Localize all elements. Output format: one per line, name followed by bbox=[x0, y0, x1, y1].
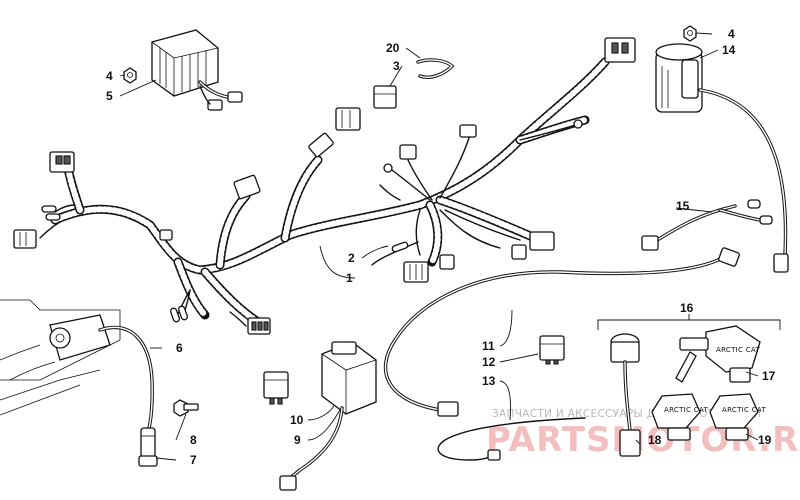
callout-18: 18 bbox=[648, 433, 662, 447]
callout-2: 2 bbox=[348, 251, 355, 265]
engine-area bbox=[0, 299, 121, 416]
ignition-switch bbox=[655, 43, 789, 273]
connector-top-right bbox=[604, 37, 636, 63]
cable-end-terminal bbox=[437, 401, 459, 417]
lead-connector bbox=[487, 449, 501, 461]
connector-small bbox=[459, 124, 477, 138]
cable-end-terminal bbox=[718, 247, 740, 267]
key-brand-label: ARCTIC CAT bbox=[664, 406, 708, 414]
bullet-terminal bbox=[747, 199, 761, 209]
callout-labels: 1 2 3 4 4 5 6 7 8 9 10 11 12 13 14 15 16… bbox=[106, 27, 776, 467]
relay-ten bbox=[263, 371, 289, 405]
bullet-terminal bbox=[177, 305, 189, 321]
sub-harness-connector bbox=[641, 235, 659, 251]
connector-small bbox=[399, 144, 417, 160]
bullet-terminal bbox=[169, 307, 181, 323]
callout-4-switch-nut: 4 bbox=[728, 27, 735, 41]
harness-clip bbox=[159, 229, 173, 241]
long-cable bbox=[383, 247, 740, 417]
callout-20: 20 bbox=[386, 41, 400, 55]
callout-19: 19 bbox=[758, 433, 772, 447]
connector-small bbox=[439, 254, 455, 270]
wire-clip bbox=[416, 58, 455, 79]
callout-14: 14 bbox=[722, 43, 736, 57]
ignition-switch-connector bbox=[773, 253, 789, 273]
wire-lead bbox=[437, 417, 586, 461]
relay-twelve bbox=[539, 335, 565, 365]
connector-middle-left bbox=[233, 174, 261, 200]
key-switch-connector bbox=[619, 429, 641, 457]
key-switch-kit bbox=[597, 314, 781, 457]
hex-nut-ignition bbox=[683, 25, 697, 42]
callout-9: 9 bbox=[294, 433, 301, 447]
callout-12: 12 bbox=[482, 355, 496, 369]
voltage-regulator bbox=[151, 29, 243, 111]
callout-1: 1 bbox=[346, 271, 353, 285]
ring-terminal bbox=[383, 163, 393, 173]
inline-connector bbox=[308, 132, 334, 158]
connector-center bbox=[335, 107, 361, 131]
callout-13: 13 bbox=[482, 374, 496, 388]
callout-17: 17 bbox=[762, 369, 776, 383]
ring-terminal bbox=[573, 119, 583, 129]
callout-7: 7 bbox=[190, 453, 197, 467]
sensor-tip bbox=[138, 455, 158, 467]
bolt bbox=[173, 399, 199, 417]
cdi-module bbox=[279, 341, 377, 491]
callout-11: 11 bbox=[482, 339, 495, 353]
watermark-site: PARTSMOTOR.RU bbox=[486, 420, 800, 460]
bullet-terminal bbox=[45, 213, 61, 221]
callout-3: 3 bbox=[393, 59, 400, 73]
fuse-lead bbox=[391, 241, 409, 253]
harness-connectors bbox=[13, 37, 636, 335]
callout-6: 6 bbox=[176, 341, 183, 355]
relay-small bbox=[373, 85, 397, 109]
key-eighteen: ARCTIC CAT bbox=[651, 393, 708, 441]
connector-pin bbox=[63, 155, 71, 165]
key-brand-label: ARCTIC CAT bbox=[716, 346, 760, 354]
callout-8: 8 bbox=[190, 433, 197, 447]
leader-lines bbox=[119, 32, 759, 461]
connector-right bbox=[529, 231, 555, 251]
speed-sensor-cable bbox=[98, 325, 158, 467]
callout-16: 16 bbox=[680, 301, 694, 315]
connector-pin bbox=[55, 155, 63, 165]
main-wiring-harness bbox=[50, 57, 610, 327]
callout-10: 10 bbox=[290, 413, 304, 427]
connector-small bbox=[511, 244, 527, 260]
sub-harness bbox=[641, 199, 773, 251]
regulator-connector bbox=[207, 99, 223, 111]
connector-left-plug bbox=[13, 229, 37, 249]
key-brand-label: ARCTIC CAT bbox=[722, 406, 766, 414]
sensor-body bbox=[140, 427, 156, 459]
hex-nut bbox=[123, 67, 137, 84]
callout-4-regulator-nut: 4 bbox=[106, 69, 113, 83]
callout-5: 5 bbox=[106, 89, 113, 103]
bullet-terminal bbox=[759, 215, 773, 225]
key-seventeen: ARCTIC CAT bbox=[675, 325, 761, 383]
key-nineteen: ARCTIC CAT bbox=[709, 393, 766, 441]
regulator-connector bbox=[227, 91, 243, 103]
cdi-connector bbox=[279, 475, 297, 491]
bullet-terminal bbox=[41, 205, 57, 213]
callout-15: 15 bbox=[676, 199, 690, 213]
